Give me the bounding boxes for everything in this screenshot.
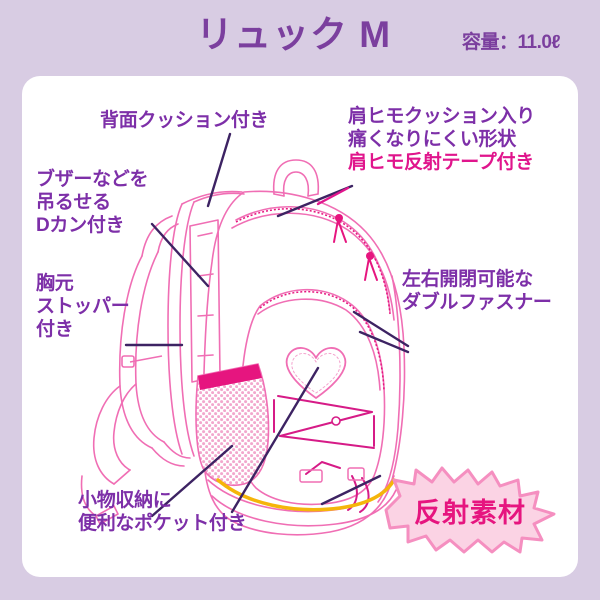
- callout-small-pocket: 小物収納に 便利なポケット付き: [78, 490, 247, 534]
- callout-d-ring: ブザーなどを 吊るせる Dカン付き: [36, 169, 149, 236]
- callout-shoulder-reflective: 肩ヒモ反射テープ付き: [348, 152, 534, 173]
- starburst-icon: [384, 466, 556, 554]
- badge-label: 反射素材: [414, 497, 526, 528]
- callout-shoulder-strap: 肩ヒモクッション入り 痛くなりにくい形状: [348, 106, 536, 150]
- callout-shoulder-group: 肩ヒモクッション入り 痛くなりにくい形状 肩ヒモ反射テープ付き: [348, 105, 535, 174]
- header: リュック M 容量：11.0ℓ: [0, 0, 600, 76]
- callout-back-cushion: 背面クッション付き: [100, 110, 269, 131]
- backpack-illustration: [22, 76, 578, 577]
- callout-double-zipper: 左右開閉可能な ダブルファスナー: [402, 269, 552, 313]
- reflective-material-badge: 反射素材: [380, 466, 560, 554]
- page-title: リュック M: [196, 14, 392, 55]
- callout-chest-stopper: 胸元 ストッパー 付き: [36, 273, 130, 340]
- capacity-value: 容量：11.0ℓ: [462, 32, 561, 53]
